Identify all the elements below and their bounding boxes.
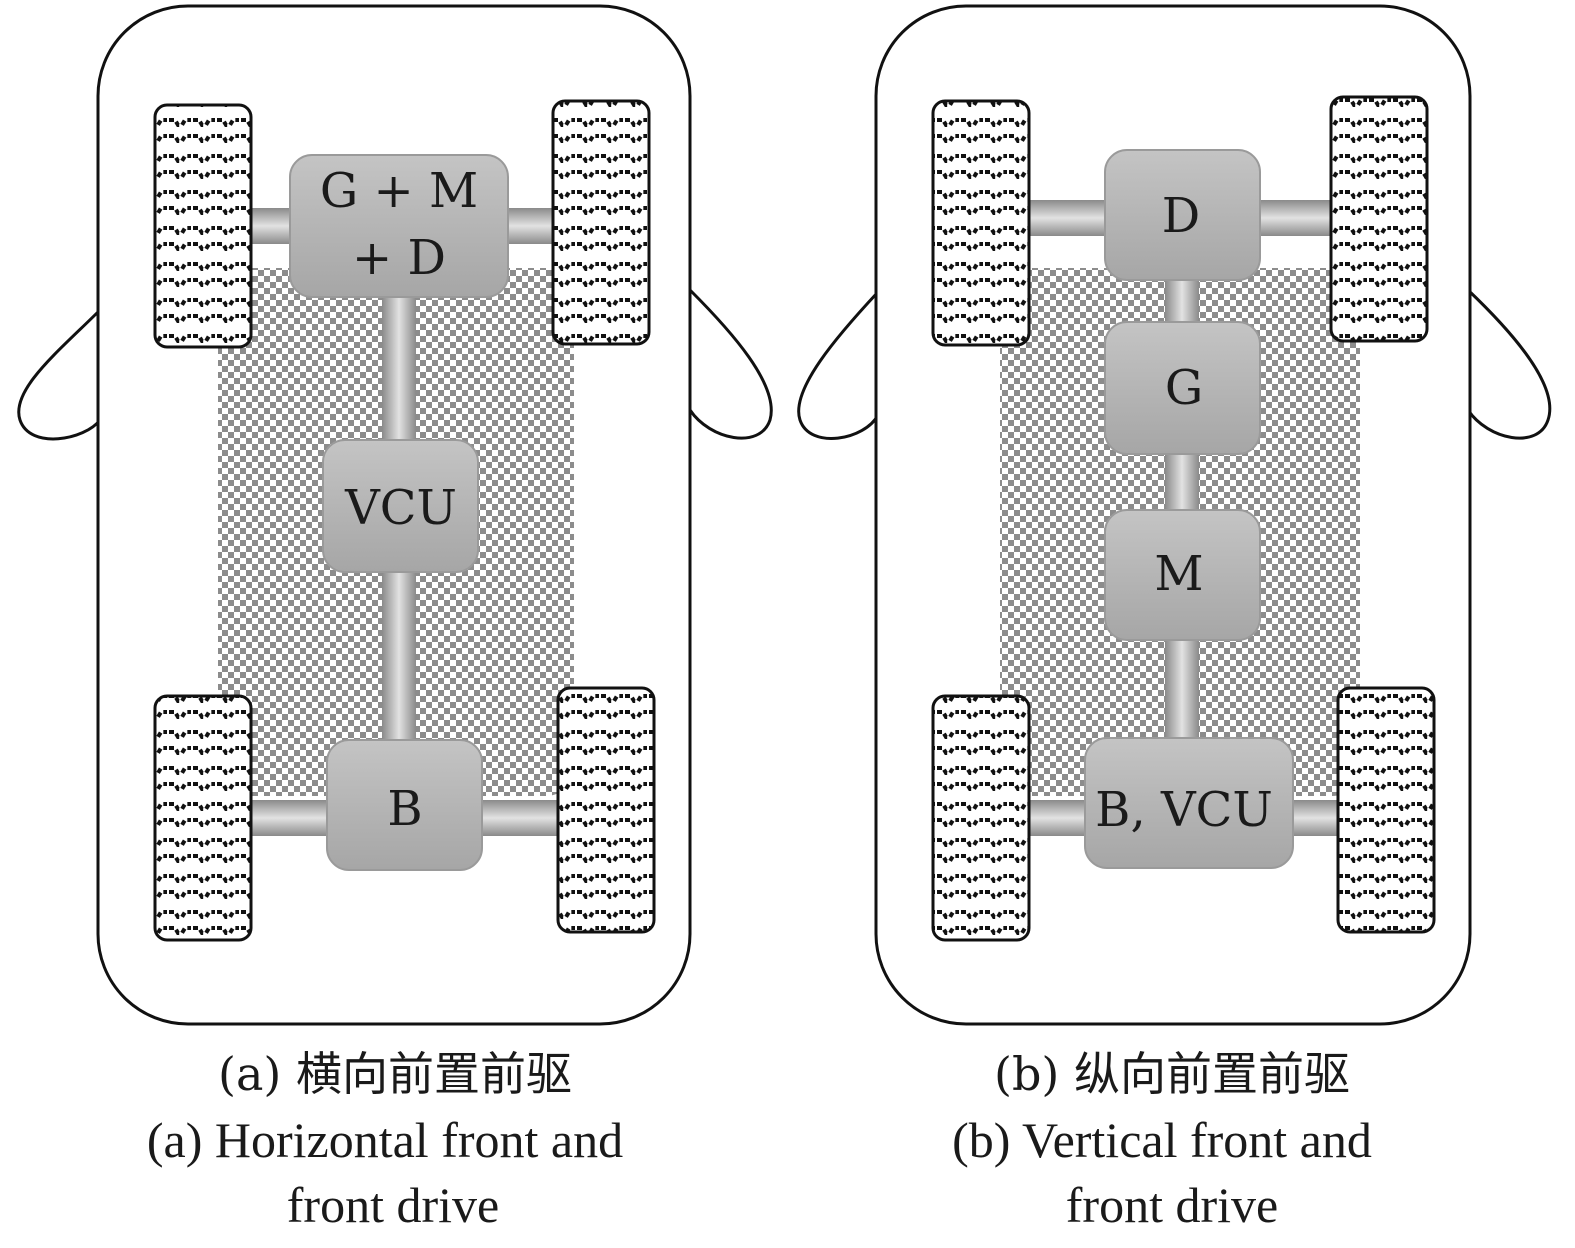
module-vcu bbox=[322, 439, 479, 573]
wheel-rear-left bbox=[931, 694, 1031, 942]
wheel-front-left bbox=[931, 99, 1031, 347]
wheel-rear-right bbox=[1336, 686, 1436, 934]
module-g bbox=[1104, 321, 1261, 455]
caption-a-en-line1: (a) Horizontal front and bbox=[147, 1112, 623, 1168]
left-mirror bbox=[17, 308, 102, 441]
wheel-front-right bbox=[551, 99, 651, 346]
panel-b-vertical-front-drive: D G M B, VCU (b) 纵向前置前驱 (b) Vertical fro… bbox=[797, 4, 1552, 1233]
module-gmd-label-line1: G + M bbox=[320, 163, 478, 219]
caption-a-en-line2: front drive bbox=[287, 1177, 499, 1233]
module-b-vcu-label: B, VCU bbox=[1095, 782, 1273, 838]
caption-b-zh: (b) 纵向前置前驱 bbox=[994, 1047, 1350, 1101]
module-g-label: G bbox=[1165, 360, 1203, 416]
caption-a-zh: (a) 横向前置前驱 bbox=[218, 1047, 572, 1101]
module-vcu-label: VCU bbox=[344, 480, 457, 536]
module-b-vcu bbox=[1084, 737, 1294, 869]
module-gmd bbox=[289, 154, 509, 298]
module-d bbox=[1104, 149, 1261, 281]
left-mirror bbox=[797, 290, 880, 440]
wheel-rear-right bbox=[556, 686, 656, 934]
module-b bbox=[326, 739, 483, 871]
wheel-rear-left bbox=[153, 694, 253, 942]
right-mirror bbox=[1466, 288, 1552, 440]
module-b-label: B bbox=[387, 781, 422, 837]
module-m-label: M bbox=[1154, 546, 1203, 602]
wheel-front-left bbox=[153, 103, 253, 349]
module-m bbox=[1104, 509, 1261, 641]
module-gmd-label-line2: + D bbox=[352, 230, 446, 286]
wheel-front-right bbox=[1329, 95, 1429, 343]
caption-b-en-line2: front drive bbox=[1066, 1177, 1278, 1233]
right-mirror bbox=[688, 288, 773, 440]
module-d-label: D bbox=[1162, 188, 1200, 244]
panel-a-horizontal-front-drive: G + M + D VCU B (a) 横向前置前驱 (a) Horizonta… bbox=[17, 4, 773, 1233]
caption-b-en-line1: (b) Vertical front and bbox=[952, 1112, 1372, 1168]
